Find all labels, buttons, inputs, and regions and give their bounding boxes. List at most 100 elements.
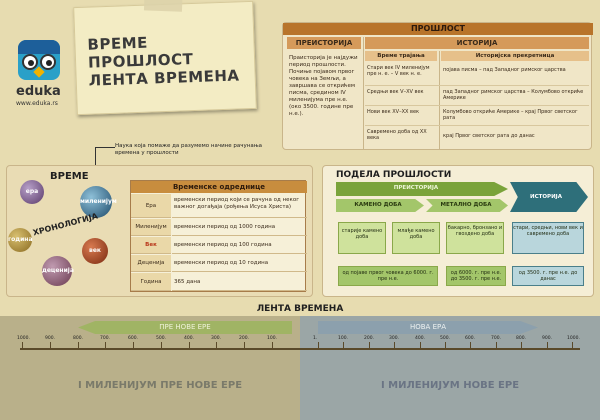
brand-url: www.eduka.rs xyxy=(16,100,58,107)
owl-logo-icon xyxy=(18,40,60,80)
event-new: Колумбово откриће Америке – крај Првог с… xyxy=(443,109,578,121)
ad-tick-label: 500. xyxy=(440,336,451,341)
ad-tick xyxy=(369,342,370,350)
unit-def-millennium: временски период од 1000 година xyxy=(172,219,307,236)
bc-tick-label: 500. xyxy=(156,336,167,341)
timeline-ruler xyxy=(20,348,580,350)
unit-def-decade: временски период од 10 година xyxy=(172,255,307,272)
ad-tick-label: 700. xyxy=(491,336,502,341)
date-range-3: од 3500. г. пре н.е. до данас xyxy=(512,266,584,286)
duration-subheader: Време трајања xyxy=(365,51,437,61)
unit-term-century: Век xyxy=(131,237,171,254)
bc-tick xyxy=(105,342,106,350)
bc-label: ПРЕ НОВЕ ЕРЕ xyxy=(159,323,211,331)
ad-tick-label: 300. xyxy=(389,336,400,341)
ad-tick xyxy=(521,342,522,350)
ad-tick xyxy=(318,342,319,350)
title-card: ВРЕМЕ ПРОШЛОСТ ЛЕНТА ВРЕМЕНА xyxy=(73,0,257,116)
ad-tick xyxy=(420,342,421,350)
past-table: ПРОШЛОСТ ПРЕИСТОРИЈА ИСТОРИЈА Време трај… xyxy=(282,22,593,150)
older-stone-age-box: старије камено доба xyxy=(338,222,386,254)
history-arrow-label: ИСТОРИЈА xyxy=(529,194,562,200)
unit-def-era: временски период који се рачуна од неког… xyxy=(172,194,307,218)
bc-tick xyxy=(272,342,273,350)
bc-millennium-label: I МИЛЕНИЈУМ ПРЕ НОВЕ ЕРЕ xyxy=(77,380,243,391)
hint-connector xyxy=(95,147,115,172)
ad-tick-label: 1000. xyxy=(567,336,580,341)
bc-tick-label: 300. xyxy=(211,336,222,341)
event-modern: крај Првог светског рата до данас xyxy=(443,133,535,139)
history-header: ИСТОРИЈА xyxy=(365,37,589,49)
period-modern: Савремено доба од XX века xyxy=(367,129,427,141)
bc-tick-label: 200. xyxy=(239,336,250,341)
brand-name: eduka xyxy=(16,84,61,99)
ad-label: НОВА ЕРА xyxy=(409,323,447,331)
unit-term-era: Ера xyxy=(131,194,171,218)
ad-tick-label: 200. xyxy=(364,336,375,341)
ad-tick xyxy=(445,342,446,350)
time-units-title: Временске одреднице xyxy=(131,181,307,193)
millennium-ball: миленијум xyxy=(80,186,117,218)
prehistory-arrow-label: ПРЕИСТОРИЈА xyxy=(393,185,439,191)
bc-tick-label: 600. xyxy=(128,336,139,341)
bc-tick xyxy=(161,342,162,350)
ad-tick xyxy=(572,342,573,350)
bc-tick xyxy=(22,342,23,350)
ad-tick-label: 600. xyxy=(465,336,476,341)
bc-tick xyxy=(50,342,51,350)
unit-term-year: Година xyxy=(131,273,171,291)
prehistory-arrow xyxy=(336,182,508,196)
ad-tick xyxy=(394,342,395,350)
bc-tick xyxy=(244,342,245,350)
bc-tick xyxy=(216,342,217,350)
ad-tick-label: 400. xyxy=(415,336,426,341)
ad-tick xyxy=(547,342,548,350)
timeline-title: ЛЕНТА ВРЕМЕНА xyxy=(256,304,344,314)
date-range-2: од 6000. г. пре н.е. до 3500. г. пре н.е… xyxy=(446,266,506,286)
tape-decoration xyxy=(143,0,183,12)
division-title: ПОДЕЛА ПРОШЛОСТИ xyxy=(336,170,452,180)
younger-stone-age-box: млађе камено доба xyxy=(392,222,440,254)
time-title: ВРЕМЕ xyxy=(50,171,89,182)
event-middle: пад Западног римског царства – Колумбово… xyxy=(443,89,584,101)
era-ball: ера xyxy=(20,180,44,204)
prehistory-description: Праисторија је најдужи период прошлости.… xyxy=(289,55,358,117)
ad-tick-label: 1. xyxy=(313,336,318,341)
bc-tick xyxy=(133,342,134,350)
unit-def-century: временски период од 100 година xyxy=(172,237,307,254)
ad-tick-label: 900. xyxy=(542,336,553,341)
period-ancient: Стари век IV миленијум пре н. е. – V век… xyxy=(367,65,430,77)
ad-tick xyxy=(496,342,497,350)
ad-arrow xyxy=(318,321,538,334)
bc-tick-label: 700. xyxy=(100,336,111,341)
bc-tick xyxy=(78,342,79,350)
bc-tick-label: 400. xyxy=(184,336,195,341)
ad-tick xyxy=(343,342,344,350)
unit-term-millennium: Миленијум xyxy=(131,219,171,236)
ad-tick xyxy=(470,342,471,350)
century-ball: век xyxy=(82,238,108,264)
history-arrow xyxy=(510,182,588,212)
historic-periods-box: стари, средњи, нови век и савремено доба xyxy=(512,222,584,254)
ad-tick-label: 100. xyxy=(338,336,349,341)
year-ball: година xyxy=(8,228,33,252)
past-table-title: ПРОШЛОСТ xyxy=(283,23,593,35)
bc-tick-label: 100. xyxy=(267,336,278,341)
bc-tick-label: 1000. xyxy=(17,336,30,341)
bc-arrow xyxy=(78,321,292,334)
unit-def-year: 365 дана xyxy=(172,273,307,291)
prehistory-header: ПРЕИСТОРИЈА xyxy=(287,37,361,49)
decade-ball: деценија xyxy=(42,256,74,286)
period-middle: Средњи век V–XV век xyxy=(367,89,424,95)
turning-point-subheader: Историјска прекретница xyxy=(441,51,589,61)
metal-ages-box: бакарно, бронзано и гвоздено доба xyxy=(446,222,504,254)
title-line-3: ЛЕНТА ВРЕМЕНА xyxy=(88,66,240,90)
page-title: ВРЕМЕ ПРОШЛОСТ ЛЕНТА ВРЕМЕНА xyxy=(87,30,240,90)
period-new: Нови век XV–XX век xyxy=(367,109,420,115)
chronology-hint: Наука која помаже да разумемо начине рач… xyxy=(115,143,263,156)
metal-age-label: МЕТАЛНО ДОБА xyxy=(440,202,492,208)
date-range-1: од појаве првог човека до 6000. г. пре н… xyxy=(338,266,438,286)
bc-tick-label: 800. xyxy=(73,336,84,341)
stone-age-label: КАМЕНО ДОБА xyxy=(354,202,402,208)
event-ancient: појава писма – пад Западног римског царс… xyxy=(443,67,566,73)
